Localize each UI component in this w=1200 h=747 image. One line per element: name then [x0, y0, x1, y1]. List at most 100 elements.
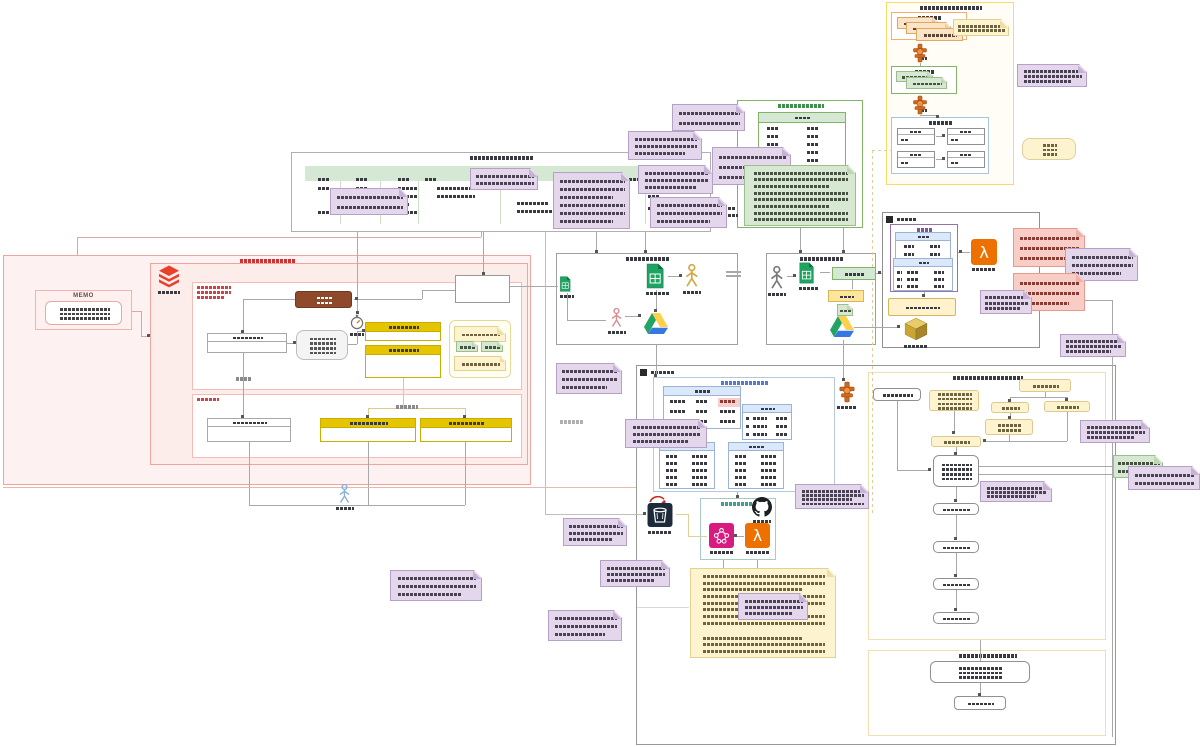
step-box-4[interactable]	[933, 612, 979, 624]
green-doc[interactable]	[481, 341, 503, 352]
timer-icon[interactable]	[349, 314, 365, 336]
step-box-1[interactable]	[933, 503, 979, 515]
connector-line	[938, 115, 939, 117]
connector-line	[980, 640, 981, 661]
purple-note[interactable]	[390, 570, 482, 601]
actor-blue[interactable]	[335, 483, 354, 512]
yellow-doc[interactable]	[454, 356, 506, 371]
etl-icon-3[interactable]	[836, 381, 858, 409]
tree-grandchild[interactable]	[985, 419, 1033, 435]
pink-note[interactable]	[1013, 228, 1085, 267]
entity-box-3[interactable]	[897, 151, 935, 168]
schema-table-c[interactable]	[659, 442, 715, 489]
sheets-large-icon[interactable]	[645, 263, 671, 295]
actor-pink[interactable]	[607, 307, 626, 336]
memo-inner-box[interactable]	[45, 301, 122, 325]
purple-note[interactable]	[980, 481, 1052, 502]
tree-child-right[interactable]	[1044, 401, 1090, 412]
github-icon[interactable]	[752, 497, 772, 523]
schema-table-d[interactable]	[728, 442, 784, 489]
white-box-top[interactable]	[455, 275, 510, 303]
green-doc[interactable]	[837, 304, 853, 316]
gray-rounded-box[interactable]	[296, 330, 348, 360]
config-table-b[interactable]	[893, 258, 953, 291]
sheets-icon-right[interactable]	[798, 262, 820, 290]
purple-note[interactable]	[1017, 64, 1087, 87]
purple-note[interactable]	[556, 363, 622, 394]
process-start-box[interactable]	[873, 388, 921, 401]
purple-note[interactable]	[795, 484, 869, 509]
tree-root-box[interactable]	[1019, 379, 1071, 392]
right-process-frame[interactable]	[868, 372, 1106, 640]
redacted-text	[703, 637, 802, 640]
purple-note[interactable]	[330, 188, 408, 215]
yellow-doc[interactable]	[454, 326, 506, 342]
redacted-text	[753, 433, 767, 436]
purple-note[interactable]	[470, 168, 538, 190]
green-doc[interactable]	[456, 341, 478, 352]
process-note-box[interactable]	[929, 390, 979, 411]
purple-note[interactable]	[628, 131, 702, 160]
redacted-text	[985, 296, 1029, 299]
lambda-icon-2[interactable]: λ	[745, 523, 770, 554]
yellow-chip[interactable]	[828, 290, 864, 302]
purple-note[interactable]	[638, 165, 713, 194]
collector-box[interactable]	[931, 436, 981, 447]
redacted-text	[1135, 482, 1195, 485]
process-box-2[interactable]	[207, 418, 291, 442]
etl-icon-1[interactable]	[910, 43, 930, 63]
step-box-3[interactable]	[933, 578, 979, 590]
purple-note[interactable]	[625, 419, 707, 448]
entity-box-2[interactable]	[947, 128, 985, 145]
sagemaker-icon[interactable]	[709, 523, 734, 554]
data-catalog-icon[interactable]	[903, 316, 929, 348]
entity-box-4[interactable]	[947, 151, 985, 168]
yellow-header-box-3[interactable]	[320, 418, 416, 442]
green-chip[interactable]	[832, 267, 876, 280]
tree-child-left[interactable]	[991, 402, 1029, 413]
brown-process-box[interactable]	[295, 291, 352, 308]
lambda-icon[interactable]: λ	[971, 239, 997, 271]
actor-yellow[interactable]	[682, 263, 701, 296]
purple-note[interactable]	[600, 560, 670, 587]
process-box-1[interactable]	[207, 333, 287, 353]
schema-table-b[interactable]	[742, 404, 792, 440]
purple-note[interactable]	[980, 290, 1032, 314]
round-yellow-note[interactable]	[1022, 138, 1076, 160]
connector-line	[924, 292, 925, 297]
drive-icon-left[interactable]	[644, 313, 668, 334]
purple-note[interactable]	[650, 197, 727, 228]
yellow-big-note[interactable]	[690, 568, 836, 658]
redacted-text	[802, 503, 864, 506]
green-doc[interactable]	[906, 77, 947, 89]
lambda-yellow-note[interactable]	[888, 298, 956, 316]
purple-note[interactable]	[1060, 334, 1126, 357]
drive-icon-right[interactable]	[830, 316, 854, 337]
schema-table-a[interactable]	[663, 386, 741, 429]
redacted-text	[749, 445, 765, 448]
databricks-icon[interactable]	[157, 264, 181, 294]
final-step-box[interactable]	[954, 696, 1006, 710]
etl-icon-2[interactable]	[910, 95, 930, 115]
purple-note[interactable]	[1128, 466, 1200, 490]
yellow-header-box-1[interactable]	[365, 322, 441, 341]
purple-note[interactable]	[738, 593, 808, 620]
config-table-a[interactable]	[895, 232, 951, 260]
purple-note[interactable]	[548, 610, 622, 641]
purple-note[interactable]	[1080, 420, 1150, 443]
step-box-2[interactable]	[933, 541, 979, 553]
purple-note[interactable]	[553, 172, 630, 229]
yellow-note[interactable]	[953, 19, 1009, 36]
yellow-header-box-4[interactable]	[420, 418, 512, 442]
docker-icon[interactable]	[647, 495, 673, 534]
redacted-text	[761, 462, 776, 465]
yellow-header-box-2[interactable]	[365, 345, 441, 378]
green-note[interactable]	[744, 165, 856, 226]
final-process-box[interactable]	[930, 661, 1030, 683]
main-process-box[interactable]	[933, 455, 979, 487]
sheets-small-icon[interactable]	[559, 276, 575, 298]
purple-note[interactable]	[563, 518, 627, 546]
entity-box-1[interactable]	[897, 128, 935, 145]
actor-gray[interactable]	[767, 265, 786, 298]
purple-note[interactable]	[672, 104, 745, 131]
